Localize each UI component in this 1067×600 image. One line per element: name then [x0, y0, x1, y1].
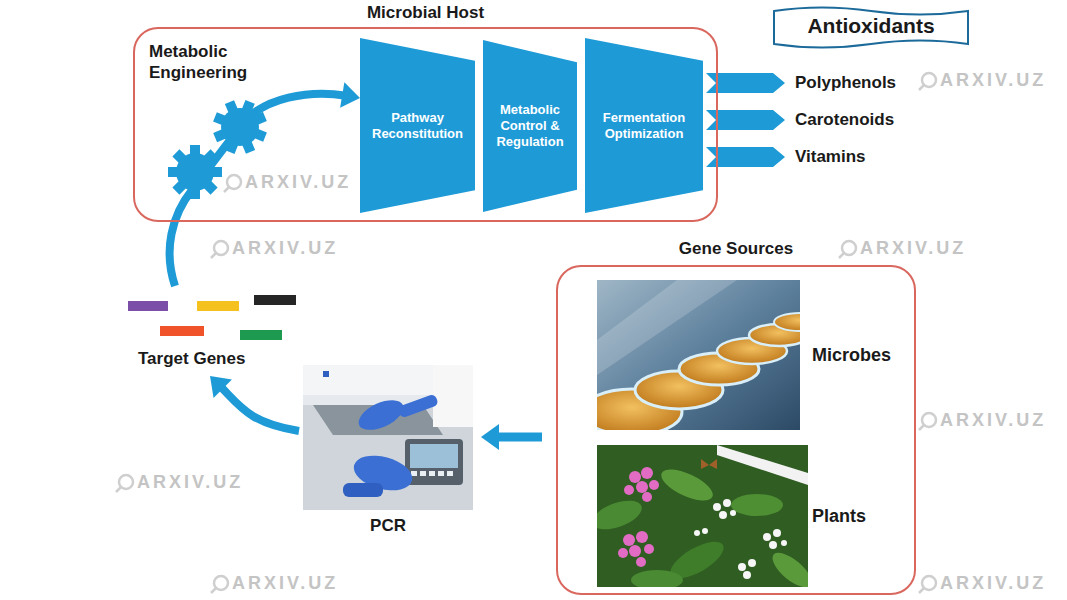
photo-label: Microbes — [812, 344, 891, 366]
watermark: ARXIV.UZ — [940, 573, 1046, 593]
product-label: Vitamins — [795, 146, 866, 168]
source-photo: Plants — [597, 445, 910, 587]
microbes-photo — [582, 280, 826, 435]
product-label: Carotenoids — [795, 109, 897, 131]
source-photo: Microbes — [597, 280, 910, 430]
banner-label: Antioxidants — [772, 14, 970, 38]
watermark: ARXIV.UZ — [860, 238, 966, 258]
funnel-label: Fermentation Optimization — [592, 110, 696, 142]
pcr-photo: PCR — [303, 365, 473, 535]
watermark: ARXIV.UZ — [940, 70, 1046, 90]
flow-arrow — [210, 376, 299, 431]
gene-set: Target Genes — [125, 290, 300, 372]
banner-box: Antioxidants — [772, 4, 970, 48]
product-label: Carotenoids — [795, 109, 894, 131]
pcr-photo — [303, 365, 473, 510]
subheading: Metabolic Engineering — [149, 41, 281, 83]
process-funnel: Metabolic Control & Regulation — [483, 40, 577, 212]
watermark: ARXIV.UZ — [940, 410, 1046, 430]
photo-caption: PCR — [303, 515, 473, 536]
watermark: ARXIV.UZ — [232, 238, 338, 258]
watermark: ARXIV.UZ — [245, 172, 351, 192]
product-label: Polyphenols — [795, 72, 899, 94]
flow-arrow — [170, 82, 360, 286]
product-label: Vitamins — [795, 146, 868, 168]
region-heading: Microbial Host — [133, 2, 718, 23]
product-label: Polyphenols — [795, 72, 896, 94]
gear-icon — [168, 145, 222, 199]
flow-arrow — [481, 424, 542, 450]
gear-icon — [213, 100, 267, 154]
gene-bars — [128, 295, 296, 340]
funnel-label: Metabolic Control & Regulation — [490, 102, 570, 150]
host-region: Microbial HostMetabolic EngineeringPathw… — [133, 27, 718, 222]
process-funnel: Fermentation Optimization — [585, 38, 703, 213]
photo-label: Plants — [812, 505, 866, 527]
process-funnel: Pathway Reconstitution — [360, 38, 475, 213]
source-region: Gene SourcesMicrobesPlants — [556, 265, 916, 595]
funnel-label: Pathway Reconstitution — [367, 110, 468, 142]
watermark: ARXIV.UZ — [232, 573, 338, 593]
gene-label: Target Genes — [138, 348, 245, 369]
region-outline — [556, 265, 916, 595]
plants-photo — [588, 445, 816, 593]
watermark: ARXIV.UZ — [137, 472, 243, 492]
